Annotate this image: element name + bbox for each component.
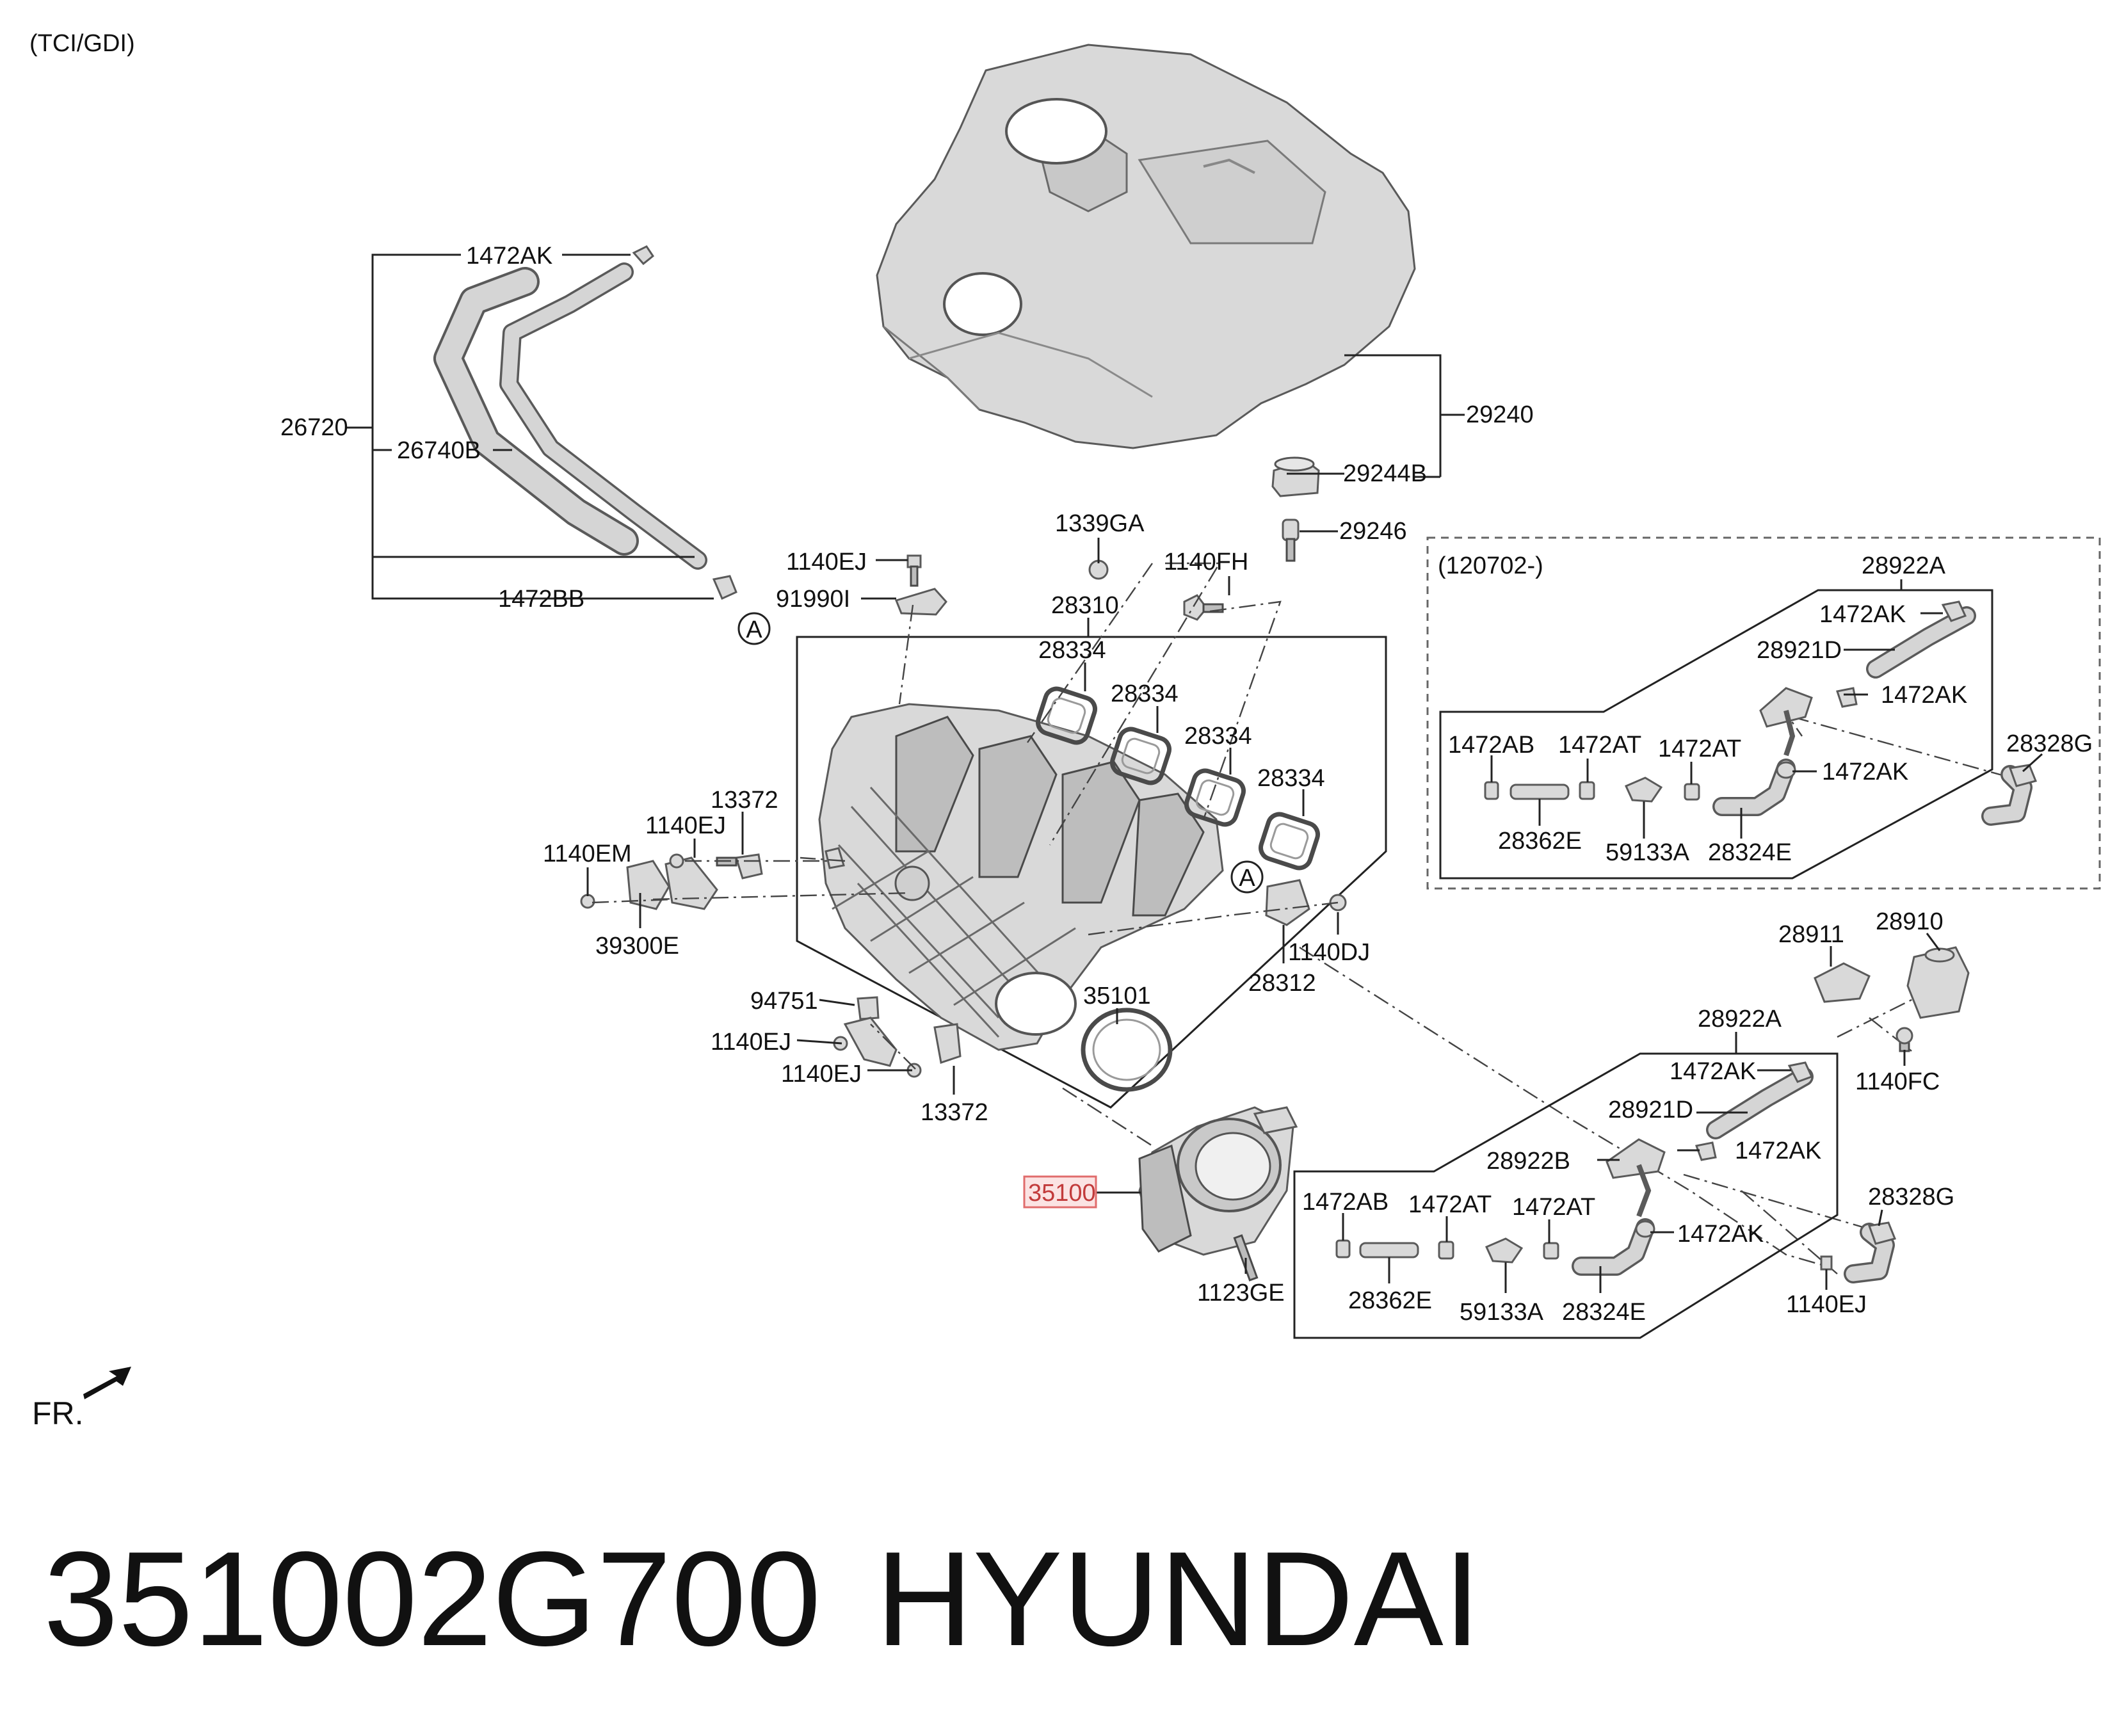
label-1140em: 1140EM xyxy=(543,840,632,867)
label-29240: 29240 xyxy=(1466,401,1534,428)
label-28922a-lower: 28922A xyxy=(1698,1006,1782,1033)
front-arrow-icon xyxy=(83,1367,131,1399)
label-1472at-lower-2: 1472AT xyxy=(1512,1194,1595,1221)
label-28334-3: 28334 xyxy=(1184,723,1252,750)
label-1140ej-low2: 1140EJ xyxy=(781,1061,862,1088)
label-1472ak-lower-2: 1472AK xyxy=(1735,1137,1821,1164)
label-1472at-lower-1: 1472AT xyxy=(1408,1191,1492,1218)
label-1140dj: 1140DJ xyxy=(1288,939,1370,966)
intake-manifold-drawing xyxy=(818,703,1224,1051)
label-29246: 29246 xyxy=(1339,518,1407,545)
label-59133a-upper: 59133A xyxy=(1606,839,1690,866)
svg-text:A: A xyxy=(746,616,762,643)
svg-text:A: A xyxy=(1239,865,1255,892)
label-28312: 28312 xyxy=(1248,970,1316,997)
label-1140ej-low1: 1140EJ xyxy=(711,1029,791,1056)
label-1123ge: 1123GE xyxy=(1197,1280,1285,1306)
view-callout-a-upper: A xyxy=(737,612,771,645)
label-1339ga: 1339GA xyxy=(1055,510,1145,537)
label-1472ak-upper-2: 1472AK xyxy=(1881,682,1967,709)
manifold-hardware-drawing xyxy=(580,554,1347,1078)
throttle-gasket-drawing xyxy=(1081,1008,1173,1092)
label-28334-4: 28334 xyxy=(1257,765,1325,792)
label-28310: 28310 xyxy=(1051,592,1119,619)
label-1472ak-upper-1: 1472AK xyxy=(1819,601,1906,628)
label-28334-1: 28334 xyxy=(1038,637,1106,664)
assembly-guide-lines xyxy=(592,562,2024,1274)
label-26740b: 26740B xyxy=(397,437,481,464)
label-1472at-upper-1: 1472AT xyxy=(1558,732,1641,759)
label-13372-left: 13372 xyxy=(711,787,778,814)
purge-hose-parts-lower xyxy=(1335,946,1970,1283)
label-28362e-lower: 28362E xyxy=(1348,1287,1432,1314)
label-28324e-lower: 28324E xyxy=(1562,1299,1646,1326)
front-label: FR. xyxy=(32,1395,84,1431)
revision-group-outline xyxy=(1426,536,2101,890)
label-28334-2: 28334 xyxy=(1111,680,1179,707)
engine-cover-drawing xyxy=(876,44,1416,449)
label-28911: 28911 xyxy=(1778,921,1844,948)
label-1472ak-upper-3: 1472AK xyxy=(1822,759,1908,785)
label-35101: 35101 xyxy=(1083,983,1151,1009)
label-28910: 28910 xyxy=(1876,908,1944,935)
label-28921d-lower: 28921D xyxy=(1608,1097,1693,1123)
grommet-29244b-drawing xyxy=(1271,456,1320,497)
label-28362e-upper: 28362E xyxy=(1498,828,1582,855)
purge-hose-group-outline-lower xyxy=(1293,1052,1839,1339)
label-28328g-upper: 28328G xyxy=(2006,730,2093,757)
label-26720: 26720 xyxy=(280,414,348,441)
label-94751: 94751 xyxy=(750,988,818,1015)
footer-part-number: 351002G700 xyxy=(44,1523,821,1674)
label-1140fc: 1140FC xyxy=(1855,1068,1940,1095)
label-59133a-lower: 59133A xyxy=(1460,1299,1544,1326)
label-29244b: 29244B xyxy=(1343,460,1427,487)
footer-brand: HYUNDAI xyxy=(876,1523,1481,1674)
label-1472at-upper-2: 1472AT xyxy=(1658,735,1741,762)
purge-hose-group-outline-upper xyxy=(1439,589,1993,880)
label-1472ak-lower-3: 1472AK xyxy=(1677,1221,1764,1248)
hose-set-bracket-lines xyxy=(346,253,714,600)
engine-variant-note: (TCI/GDI) xyxy=(29,30,135,57)
view-callout-a-lower: A xyxy=(1230,860,1264,894)
label-1472ab-upper: 1472AB xyxy=(1448,732,1534,759)
label-28922b: 28922B xyxy=(1486,1148,1570,1175)
leader-lines xyxy=(586,354,2043,1293)
label-13372-low: 13372 xyxy=(921,1099,988,1126)
label-28328g-lower: 28328G xyxy=(1868,1184,1954,1210)
purge-hose-parts-upper xyxy=(1484,600,2038,826)
label-1472bb: 1472BB xyxy=(498,586,584,613)
label-1140ej-top: 1140EJ xyxy=(786,549,867,575)
label-91990i: 91990I xyxy=(776,586,850,613)
part-labels: 1472AK 26720 26740B 1472BB 29240 29244B … xyxy=(280,243,2093,1326)
label-1472ab-lower: 1472AB xyxy=(1302,1189,1389,1216)
label-1140fh: 1140FH xyxy=(1164,549,1248,575)
label-39300e: 39300E xyxy=(595,933,679,960)
highlighted-part-35100[interactable]: 35100 xyxy=(1023,1175,1097,1209)
label-1140ej-left: 1140EJ xyxy=(645,812,726,839)
throttle-body-drawing xyxy=(1138,1106,1298,1282)
label-1472ak-lower-1: 1472AK xyxy=(1670,1058,1756,1085)
revision-note: (120702-) xyxy=(1438,552,1543,579)
label-35100: 35100 xyxy=(1028,1180,1096,1207)
label-28922a-upper: 28922A xyxy=(1862,552,1946,579)
label-28921d-upper: 28921D xyxy=(1757,637,1842,664)
front-direction-indicator: FR. xyxy=(32,1367,131,1431)
manifold-group-outline xyxy=(796,636,1387,1109)
label-1472ak-hose: 1472AK xyxy=(466,243,552,269)
label-1140ej-purge: 1140EJ xyxy=(1786,1291,1867,1318)
stud-29246-drawing xyxy=(1282,518,1300,562)
breather-hoses-drawing xyxy=(433,245,737,600)
label-28324e-upper: 28324E xyxy=(1708,839,1792,866)
